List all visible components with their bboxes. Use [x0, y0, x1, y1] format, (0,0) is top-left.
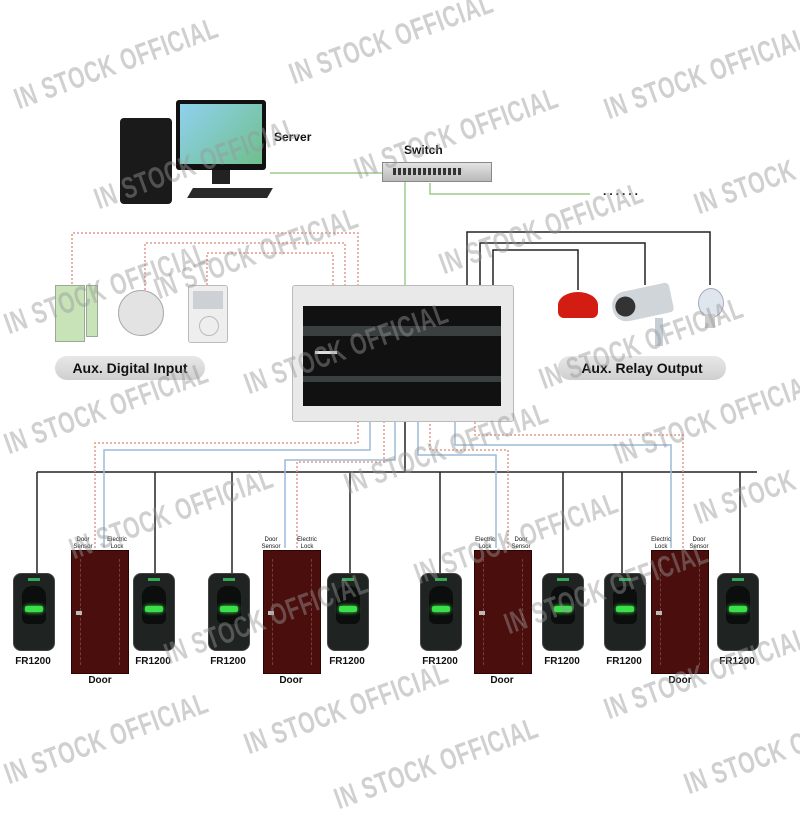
tower [120, 118, 172, 204]
fingerprint-reader [717, 573, 759, 651]
access-controller [292, 285, 514, 422]
light-bulb [698, 288, 724, 318]
fingerprint-reader [208, 573, 250, 651]
reader-label: FR1200 [15, 656, 51, 667]
fingerprint-reader [542, 573, 584, 651]
keyboard [187, 188, 273, 198]
camera-mount [655, 318, 663, 346]
siren-alarm [558, 292, 598, 318]
door [474, 550, 532, 674]
door-tag: Electric Lock [107, 537, 127, 550]
more-devices-ellipsis: ...... [603, 184, 642, 198]
fingerprint-reader [420, 573, 462, 651]
wiring-diagram [36, 172, 757, 573]
server-label: Server [274, 130, 312, 144]
server-computer [120, 100, 273, 210]
fingerprint-reader [13, 573, 55, 651]
door-tag: Door Sensor [511, 537, 531, 550]
door-contact-magnet [86, 285, 98, 337]
door [71, 550, 129, 674]
reader-label: FR1200 [606, 656, 642, 667]
door-tag: Electric Lock [475, 537, 495, 550]
reader-label: FR1200 [719, 656, 755, 667]
network-switch [382, 162, 492, 182]
aux-relay-output-label: Aux. Relay Output [558, 356, 726, 380]
door-tag: Door Sensor [689, 537, 709, 550]
door-contact-sensor [55, 285, 85, 342]
door-tag: Electric Lock [651, 537, 671, 550]
door [651, 550, 709, 674]
monitor [176, 100, 266, 170]
smoke-detector [118, 290, 164, 336]
fingerprint-reader [133, 573, 175, 651]
reader-label: FR1200 [210, 656, 246, 667]
fingerprint-reader [604, 573, 646, 651]
motion-detector [188, 285, 228, 343]
door-tag: Door Sensor [261, 537, 281, 550]
reader-label: FR1200 [135, 656, 171, 667]
door [263, 550, 321, 674]
reader-label: FR1200 [544, 656, 580, 667]
switch-label: Switch [404, 143, 443, 157]
aux-digital-input-label: Aux. Digital Input [55, 356, 205, 380]
door-tag: Electric Lock [297, 537, 317, 550]
door-label: Door [490, 675, 514, 686]
reader-label: FR1200 [329, 656, 365, 667]
fingerprint-reader [327, 573, 369, 651]
door-label: Door [88, 675, 112, 686]
door-tag: Door Sensor [73, 537, 93, 550]
reader-label: FR1200 [422, 656, 458, 667]
door-label: Door [668, 675, 692, 686]
door-label: Door [279, 675, 303, 686]
